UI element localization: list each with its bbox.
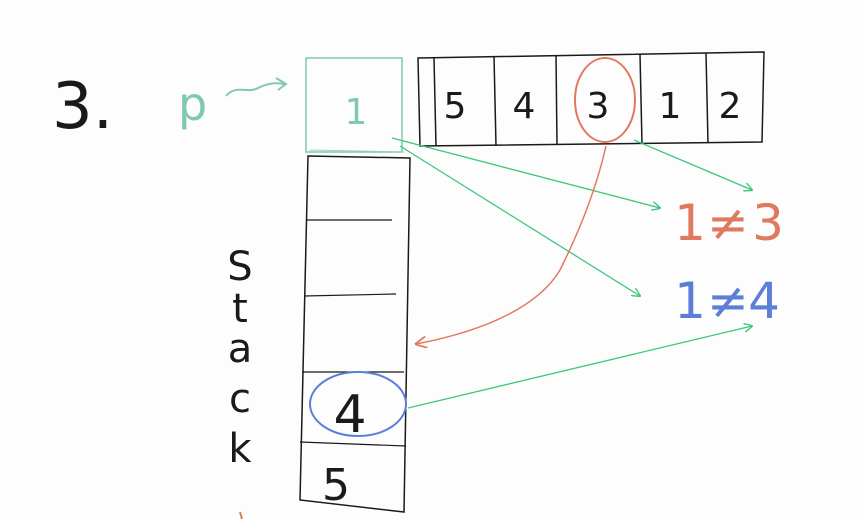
stack-label-letter: c xyxy=(229,376,251,422)
comparison-op: ≠ xyxy=(707,194,749,252)
stack-cell: 5 xyxy=(322,460,350,511)
problem-number: 3. xyxy=(52,70,113,144)
comparison-left: 1 xyxy=(674,194,706,252)
comparison-left: 1 xyxy=(674,272,706,330)
arrow-orange xyxy=(416,145,607,344)
pointer-box: 1 xyxy=(305,57,405,153)
stack-label-letter: S xyxy=(227,244,252,290)
arrow-green xyxy=(633,139,752,190)
comparison: 1 ≠ 4 xyxy=(674,272,780,330)
pointer-value: 1 xyxy=(345,92,368,133)
comparison-right: 3 xyxy=(752,194,784,252)
stack-label-letter: t xyxy=(232,286,248,332)
pointer-label: p xyxy=(178,77,207,131)
arrow-green xyxy=(399,145,640,296)
comparison: 1 ≠ 3 xyxy=(674,194,784,252)
highlight-circle-blue xyxy=(309,371,407,437)
array-cell: 3 xyxy=(587,86,610,127)
pointer-arrow xyxy=(225,77,288,97)
stack-label-letter: k xyxy=(228,426,252,472)
array-cell: 5 xyxy=(444,86,467,127)
highlight-circle-orange xyxy=(574,57,636,143)
array-cell: 1 xyxy=(659,86,682,127)
stack-label-letter: a xyxy=(228,326,253,372)
comparison-op: ≠ xyxy=(707,272,749,330)
arrow-green xyxy=(391,137,660,208)
comparison-right: 4 xyxy=(748,272,780,330)
stray-mark xyxy=(239,511,243,519)
arrow-green xyxy=(407,326,752,409)
stack: 4 5 xyxy=(299,155,411,513)
array: 5 4 3 1 2 xyxy=(417,51,765,147)
array-cell: 2 xyxy=(719,86,742,127)
stack-label: S t a c k xyxy=(227,244,252,472)
array-cell: 4 xyxy=(513,86,536,127)
